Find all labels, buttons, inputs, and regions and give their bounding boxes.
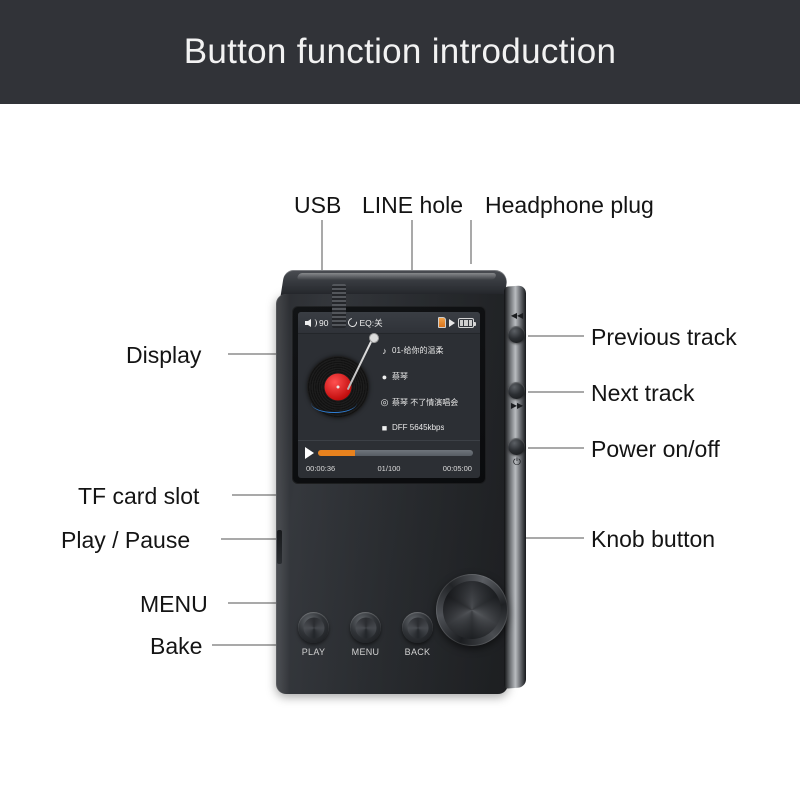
person-icon: ● (381, 371, 388, 382)
callout-label-headphone-plug: Headphone plug (485, 192, 654, 218)
device-side-edge (504, 285, 526, 689)
artist-row: ● 蔡琴 (380, 371, 476, 382)
leader-line-tf-card-slot (232, 494, 284, 496)
next-track-icon: ▶▶ (510, 401, 524, 410)
power-icon: ⏻ (513, 457, 521, 468)
progress-bar[interactable] (318, 450, 473, 456)
volume-indicator: 90 (305, 318, 328, 328)
previous-track-button[interactable] (508, 326, 525, 343)
vinyl-highlight (311, 393, 357, 413)
lcd-status-bar: 90 EQ:关 (298, 312, 480, 334)
knob-ridge (332, 284, 346, 328)
play-pause-button[interactable] (298, 612, 329, 643)
book-icon: ■ (381, 422, 388, 433)
callout-label-bake: Bake (150, 633, 203, 659)
album-row: ◎ 蔡琴 不了情演唱会 (380, 397, 476, 408)
leader-line-headphone-plug (470, 220, 472, 264)
leader-line-usb (321, 220, 323, 280)
artist-name: 蔡琴 (392, 372, 408, 382)
track-row: ♪ 01-给你的温柔 (380, 345, 476, 356)
progress-fill (318, 450, 356, 456)
progress-row (305, 447, 473, 459)
battery-icon (458, 317, 476, 328)
callout-label-line-hole: LINE hole (362, 192, 464, 218)
previous-track-icon: ◀◀ (510, 311, 524, 320)
lcd-playback-footer: 00:00:36 01/100 00:05:00 (298, 440, 480, 478)
format-row: ■ DFF 5645kbps (380, 423, 476, 433)
speaker-icon (305, 318, 311, 327)
callout-label-previous-track: Previous track (591, 324, 737, 350)
next-track-button[interactable] (508, 382, 525, 399)
knob-face (443, 581, 501, 639)
status-right-group (438, 317, 476, 328)
page-title: Button function introduction (183, 32, 617, 71)
format-info: DFF 5645kbps (392, 423, 445, 433)
disc-icon: ◎ (380, 396, 389, 407)
callout-label-next-track: Next track (591, 380, 695, 406)
back-button-label: BACK (404, 647, 431, 657)
callout-label-tf-card-slot: TF card slot (78, 483, 200, 509)
album-art (298, 334, 378, 440)
track-title: 01-给你的温柔 (392, 346, 444, 356)
leader-line-play-pause (221, 538, 300, 540)
music-note-icon: ♪ (382, 345, 387, 356)
volume-value: 90 (319, 317, 329, 328)
tf-card-slot[interactable] (277, 530, 282, 564)
leader-line-display (228, 353, 310, 355)
callout-label-play-pause: Play / Pause (61, 527, 191, 553)
device-top-highlight (296, 273, 497, 280)
play-button-label: PLAY (301, 647, 326, 657)
knob-button[interactable] (436, 574, 508, 646)
callout-label-usb: USB (294, 192, 342, 218)
sd-card-icon (438, 317, 446, 328)
menu-button-group: MENU (350, 612, 381, 657)
sound-wave-icon (312, 318, 317, 327)
menu-button-label: MENU (351, 647, 380, 657)
play-status-icon (449, 318, 455, 327)
eq-value: EQ:关 (359, 317, 383, 328)
callout-label-display: Display (126, 342, 202, 368)
power-button[interactable] (508, 438, 525, 455)
lcd-main-area: ♪ 01-给你的温柔 ● 蔡琴 ◎ 蔡琴 不了情演唱会 ■ DFF 5645kb… (298, 334, 480, 440)
leader-line-line-hole (411, 220, 413, 273)
track-metadata: ♪ 01-给你的温柔 ● 蔡琴 ◎ 蔡琴 不了情演唱会 ■ DFF 5645kb… (378, 334, 480, 440)
play-icon (305, 447, 314, 459)
callout-label-knob-button: Knob button (591, 526, 716, 552)
play-pause-button-group: PLAY (298, 612, 329, 657)
album-name: 蔡琴 不了情演唱会 (392, 397, 459, 407)
track-index: 01/100 (377, 464, 401, 473)
menu-button[interactable] (350, 612, 381, 643)
back-button-group: BACK (402, 612, 433, 657)
lcd-display[interactable]: 90 EQ:关 (298, 312, 480, 478)
repeat-icon (346, 316, 360, 329)
total-duration: 00:05:00 (442, 464, 472, 473)
leader-line-power-on-off (528, 447, 584, 449)
elapsed-time: 00:00:36 (306, 464, 336, 473)
callout-label-menu: MENU (140, 591, 208, 617)
callout-label-power-on-off: Power on/off (591, 436, 720, 462)
back-button[interactable] (402, 612, 433, 643)
diagram-stage: USB LINE hole Headphone plug Display TF … (0, 104, 800, 800)
eq-indicator: EQ:关 (346, 316, 383, 329)
time-row: 00:00:36 01/100 00:05:00 (305, 464, 473, 473)
header-banner: Button function introduction (0, 0, 800, 104)
leader-line-knob-button (514, 537, 584, 539)
mp3-player-device: ◀◀ ▶▶ ⏻ 90 EQ:关 (276, 270, 526, 700)
front-button-row: PLAY MENU BACK (298, 612, 433, 657)
leader-line-next-track (528, 391, 584, 393)
leader-line-previous-track (528, 335, 584, 337)
